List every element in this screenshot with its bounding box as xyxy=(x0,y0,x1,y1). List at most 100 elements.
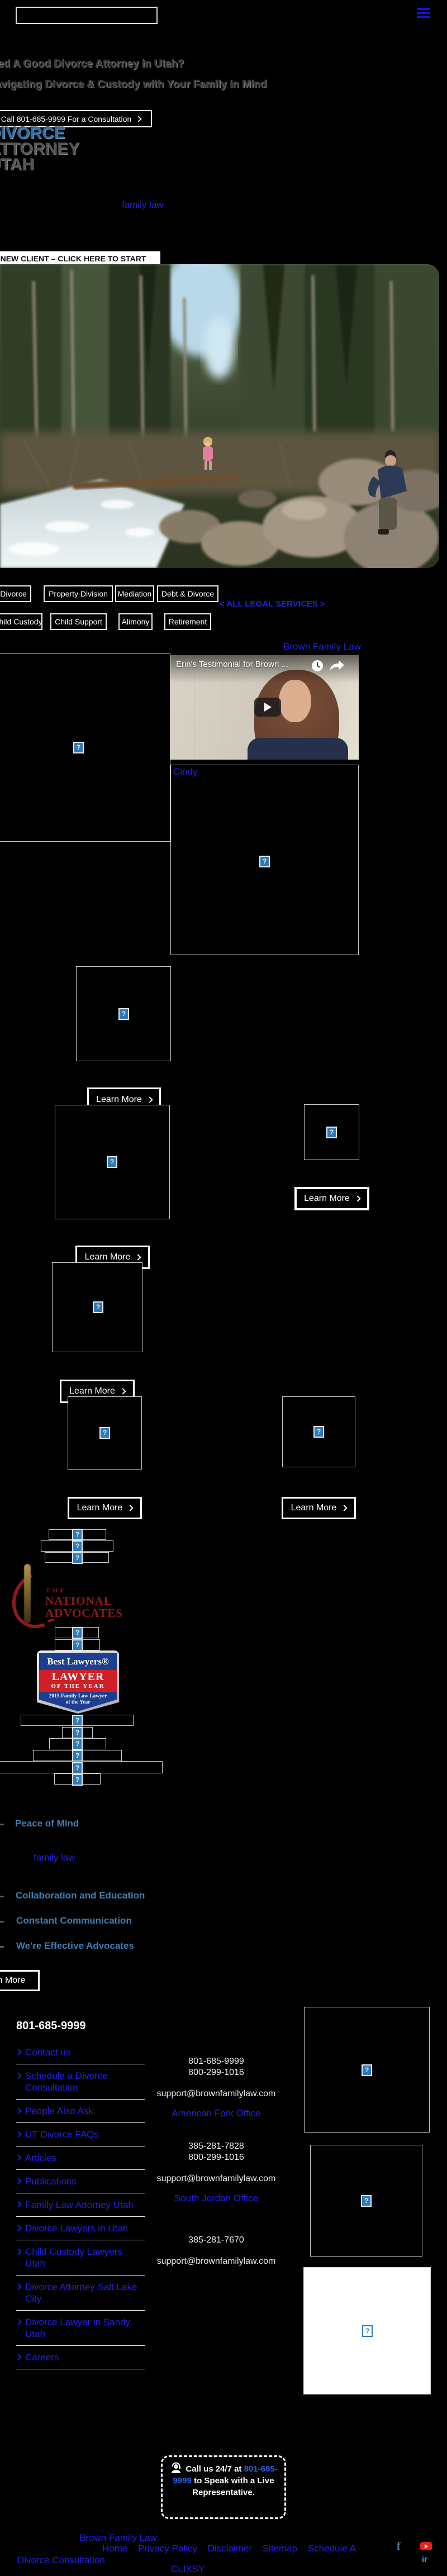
learn-more-button[interactable]: Learn More xyxy=(294,1187,369,1210)
footer-link-family-law-attorney[interactable]: Family Law Attorney Utah xyxy=(15,2193,145,2216)
why-item-communication: Constant Communication xyxy=(16,1915,132,1926)
clixsy-credit-link[interactable]: CLIXSY xyxy=(171,2564,205,2574)
footer-brand-link[interactable]: Brown Family Law. xyxy=(79,2532,159,2543)
divider xyxy=(16,2169,145,2170)
family-law-link[interactable]: family law xyxy=(34,1852,75,1863)
service-button-property-division[interactable]: Property Division xyxy=(44,585,113,602)
broken-image-icon xyxy=(326,1127,337,1138)
footer-nav-sitemap[interactable]: Sitemap xyxy=(262,2543,298,2554)
email-link[interactable]: support@brownfamilylaw.com xyxy=(156,2089,276,2098)
footer-link-schedule-consultation[interactable]: Schedule a Divorce Consultation xyxy=(15,2064,145,2099)
consultation-call-button[interactable]: Call 801-685-9999 For a Consultation xyxy=(0,110,152,127)
video-person-face xyxy=(279,680,311,722)
title-word-attorney: ATTORNEY xyxy=(0,140,80,158)
broken-image-icon xyxy=(72,1750,83,1762)
service-button-child-custody[interactable]: Child Custody xyxy=(0,613,42,630)
facebook-icon[interactable]: f xyxy=(397,2540,401,2553)
divider xyxy=(16,2310,145,2311)
learn-more-button[interactable]: Learn More xyxy=(68,1497,142,1519)
phone-number[interactable]: 801-685-9999 xyxy=(188,2057,244,2066)
youtube-icon[interactable] xyxy=(420,2542,432,2550)
hamburger-menu-icon[interactable] xyxy=(417,8,430,20)
service-button-alimony[interactable]: Alimony xyxy=(118,613,153,630)
broken-image-icon xyxy=(362,2325,373,2337)
chevron-right-icon xyxy=(15,2072,22,2079)
footer-link-contact-us[interactable]: Contact us xyxy=(15,2041,145,2064)
footer-link-label: Articles xyxy=(25,2153,56,2163)
why-item-advocates: We're Effective Advocates xyxy=(16,1940,134,1951)
menu-bar xyxy=(417,12,430,14)
footer-link-articles[interactable]: Articles xyxy=(15,2146,145,2169)
american-fork-office-link[interactable]: American Fork Office xyxy=(172,2108,261,2119)
email-link[interactable]: support@brownfamilylaw.com xyxy=(156,2174,276,2183)
footer-link-label: Divorce Lawyers in Utah xyxy=(25,2223,129,2234)
family-law-link[interactable]: family law xyxy=(122,199,164,210)
broken-image-icon xyxy=(73,742,84,753)
footer-link-divorce-attorney-slc[interactable]: Divorce Attorney Salt Lake City xyxy=(15,2276,145,2310)
broken-image-icon xyxy=(72,1529,83,1540)
chevron-right-icon xyxy=(15,2154,22,2161)
share-icon[interactable] xyxy=(329,660,345,672)
service-button-retirement[interactable]: Retirement xyxy=(164,613,211,630)
footer-nav-privacy-policy[interactable]: Privacy Policy xyxy=(138,2543,197,2554)
divider xyxy=(16,2099,145,2100)
footer-nav-home[interactable]: Home xyxy=(102,2543,128,2554)
chevron-right-icon xyxy=(127,1505,134,1511)
bullet-tick xyxy=(0,1921,4,1923)
phone-number[interactable]: 385-281-7670 xyxy=(188,2235,244,2245)
footer-link-publications[interactable]: Publications xyxy=(15,2170,145,2193)
footer-link-child-custody-lawyers[interactable]: Child Custody Lawyers Utah xyxy=(15,2240,145,2275)
phone-number[interactable]: 800-299-1016 xyxy=(188,2153,244,2162)
broken-image-icon xyxy=(72,1738,83,1750)
best-lawyers-badge: Best Lawyers® LAWYER OF THE YEAR 2015 Fa… xyxy=(37,1650,119,1714)
email-link[interactable]: support@brownfamilylaw.com xyxy=(156,2257,276,2266)
learn-more-button[interactable]: Learn More xyxy=(282,1497,356,1519)
linkedin-icon[interactable]: ir xyxy=(422,2555,428,2564)
broken-image-icon xyxy=(72,1552,83,1564)
learn-more-label: Learn More xyxy=(77,1503,123,1513)
footer-link-ut-divorce-faqs[interactable]: UT Divorce FAQs xyxy=(15,2123,145,2146)
call-banner[interactable]: Call us 24/7 at 801-685-9999 to Speak wi… xyxy=(161,2455,286,2519)
footer-link-label: Divorce Attorney Salt Lake City xyxy=(25,2282,137,2304)
service-button-mediation[interactable]: Mediation xyxy=(115,585,154,602)
footer-nav-schedule-divorce-consultation[interactable]: Schedule A Divorce Consultation xyxy=(17,2543,355,2565)
footer-link-label: Publications xyxy=(25,2176,77,2187)
service-button-child-support[interactable]: Child Support xyxy=(50,613,107,630)
footer-nav-disclaimer[interactable]: Disclaimer xyxy=(207,2543,252,2554)
watch-later-icon[interactable] xyxy=(311,660,324,672)
phone-number[interactable]: 385-281-7828 xyxy=(188,2141,244,2151)
learn-more-label: Learn More xyxy=(84,1252,131,1262)
divider xyxy=(16,2122,145,2123)
lady-justice-statue xyxy=(24,1564,31,1623)
all-legal-services-link[interactable]: < ALL LEGAL SERVICES > xyxy=(220,599,325,609)
footer-nav: Home Privacy Policy Disclaimer Sitemap S… xyxy=(17,2542,373,2566)
footer-link-label: UT Divorce FAQs xyxy=(25,2129,99,2140)
broken-image-icon xyxy=(361,2195,372,2207)
client-name-link[interactable]: Cindy xyxy=(173,766,198,777)
menu-bar xyxy=(417,16,430,18)
hero-photo xyxy=(0,264,439,568)
footer-link-divorce-lawyer-sandy[interactable]: Divorce Lawyer in Sandy, Utah xyxy=(15,2311,145,2345)
call-banner-phone[interactable]: 801-685-9999 xyxy=(173,2464,278,2486)
new-client-button[interactable]: NEW CLIENT – CLICK HERE TO START xyxy=(0,251,160,265)
brown-family-law-link[interactable]: Brown Family Law xyxy=(283,641,361,652)
service-button-divorce[interactable]: Divorce xyxy=(0,585,31,602)
site-logo-placeholder[interactable] xyxy=(16,7,158,24)
testimonial-video[interactable]: Erin's Testimonial for Brown ... xyxy=(170,655,359,760)
footer-link-careers[interactable]: Careers xyxy=(15,2346,145,2369)
service-button-debt-divorce[interactable]: Debt & Divorce xyxy=(157,585,218,602)
south-jordan-office-link[interactable]: South Jordan Office xyxy=(174,2193,258,2203)
play-button[interactable] xyxy=(254,698,281,717)
chevron-right-icon xyxy=(135,115,142,122)
footer-link-label: Child Custody Lawyers Utah xyxy=(25,2246,122,2269)
video-title[interactable]: Erin's Testimonial for Brown ... xyxy=(176,660,288,669)
footer-link-divorce-lawyers-utah[interactable]: Divorce Lawyers in Utah xyxy=(15,2217,145,2240)
why-item-peace-of-mind: Peace of Mind xyxy=(15,1818,79,1829)
phone-number[interactable]: 800-299-1016 xyxy=(188,2068,244,2077)
chevron-right-icon xyxy=(15,2201,22,2208)
broken-image-icon xyxy=(72,1762,83,1774)
learn-more-button[interactable]: Learn More xyxy=(0,1970,40,1991)
broken-image-icon xyxy=(72,1639,83,1651)
badge-line: THE xyxy=(46,1587,68,1594)
footer-link-people-also-ask[interactable]: People Also Ask xyxy=(15,2100,145,2122)
